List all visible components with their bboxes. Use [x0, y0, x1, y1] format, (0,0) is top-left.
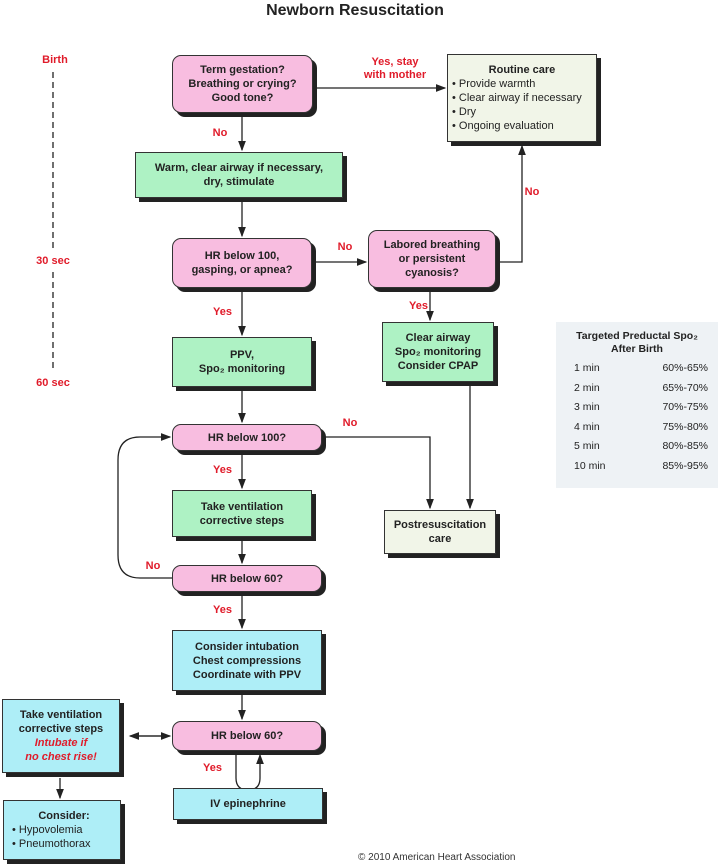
line: care — [428, 533, 452, 545]
label-no: No — [342, 417, 358, 429]
list-item: Clear airway if necessary — [452, 91, 592, 105]
line: Coordinate with PPV — [192, 668, 302, 681]
line: HR below 100, — [204, 250, 280, 262]
label-yes: Yes — [409, 300, 428, 312]
line: Consider CPAP — [397, 360, 479, 372]
timeline-60sec: 60 sec — [36, 377, 70, 389]
table-row: 4 min 75%-80% — [566, 421, 708, 441]
line: Term gestation? — [200, 64, 285, 76]
decision-hr-below-60-second: HR below 60? — [172, 721, 322, 751]
line: PPV, — [229, 349, 255, 361]
timeline-30sec: 30 sec — [36, 255, 70, 267]
line: dry, stimulate — [203, 176, 275, 188]
table-row: 10 min 85%-95% — [566, 460, 708, 480]
routine-list: Provide warmthClear airway if necessaryD… — [452, 77, 592, 133]
line: cyanosis? — [405, 267, 459, 279]
range: 60%-65% — [662, 362, 708, 374]
decision-hr-below-100-gasping: HR below 100, gasping, or apnea? — [172, 238, 312, 288]
action-warm-clear-airway: Warm, clear airway if necessary, dry, sti… — [135, 152, 343, 198]
routine-title: Routine care — [488, 64, 556, 76]
label-no: No — [524, 186, 540, 198]
line: or persistent — [398, 253, 466, 265]
page-title: Newborn Resuscitation — [266, 2, 444, 19]
line: Clear airway — [405, 332, 471, 344]
list-item: Provide warmth — [452, 77, 592, 91]
time: 10 min — [574, 459, 606, 472]
list-item: Pneumothorax — [12, 837, 116, 851]
table-row: 2 min 65%-70% — [566, 382, 708, 402]
list-item: Dry — [452, 105, 592, 119]
table-row: 3 min 70%-75% — [566, 401, 708, 421]
decision-initial-assessment: Term gestation? Breathing or crying? Good … — [172, 55, 313, 113]
line: gasping, or apnea? — [191, 264, 293, 276]
label-no: No — [337, 241, 353, 253]
decision-hr-below-100: HR below 100? — [172, 424, 322, 451]
line: Postresuscitation — [393, 519, 487, 531]
range: 75%-80% — [662, 420, 708, 433]
range: 85%-95% — [662, 459, 708, 472]
table-row: 1 min 60%-65% — [566, 362, 708, 382]
range: 65%-70% — [662, 381, 708, 394]
time: 2 min — [574, 381, 600, 394]
warning-line: Intubate if — [34, 737, 88, 749]
list-item: Ongoing evaluation — [452, 119, 592, 133]
line: Good tone? — [211, 92, 274, 104]
line: Yes, stay — [371, 56, 419, 68]
label-no: No — [212, 127, 228, 139]
line: Spo₂ monitoring — [394, 346, 482, 358]
line: Take ventilation — [200, 500, 284, 513]
list-item: Hypovolemia — [12, 823, 116, 837]
table-row: 5 min 80%-85% — [566, 440, 708, 460]
timeline-birth: Birth — [42, 54, 68, 66]
line: Consider intubation — [195, 640, 299, 653]
line: Chest compressions — [192, 654, 302, 667]
time: 4 min — [574, 420, 600, 433]
label-yes: Yes — [213, 464, 232, 476]
line: corrective steps — [199, 514, 285, 527]
consider-title: Consider: — [38, 810, 90, 822]
decision-labored-breathing: Labored breathing or persistent cyanosis? — [368, 230, 496, 288]
time: 3 min — [574, 401, 600, 413]
action-iv-epinephrine: IV epinephrine — [173, 788, 323, 820]
routine-care-box: Routine care Provide warmthClear airway … — [447, 54, 597, 142]
line: Take ventilation — [19, 709, 103, 721]
line: Targeted Preductal Spo₂ — [576, 330, 698, 342]
label-yes: Yes — [213, 604, 232, 616]
range: 80%-85% — [662, 440, 708, 452]
line: Spo₂ monitoring — [198, 363, 286, 375]
action-ppv: PPV, Spo₂ monitoring — [172, 337, 312, 387]
time: 5 min — [574, 440, 600, 452]
consider-list: HypovolemiaPneumothorax — [12, 823, 116, 851]
warning-line: no chest rise! — [25, 751, 97, 763]
copyright: © 2010 American Heart Association — [358, 852, 516, 863]
line: After Birth — [611, 343, 663, 355]
line: with mother — [363, 69, 427, 81]
time: 1 min — [574, 362, 600, 374]
label-no: No — [145, 560, 161, 572]
line: Labored breathing — [383, 239, 481, 251]
range: 70%-75% — [662, 401, 708, 413]
line: Breathing or crying? — [188, 78, 297, 90]
line: corrective steps — [18, 723, 104, 735]
line: Warm, clear airway if necessary, — [154, 162, 324, 174]
label-yes: Yes — [203, 762, 222, 774]
consider-box: Consider:HypovolemiaPneumothorax — [3, 800, 121, 860]
label-yes: Yes — [213, 306, 232, 318]
postresuscitation-care-box: Postresuscitation care — [384, 510, 496, 554]
decision-hr-below-60: HR below 60? — [172, 565, 322, 592]
